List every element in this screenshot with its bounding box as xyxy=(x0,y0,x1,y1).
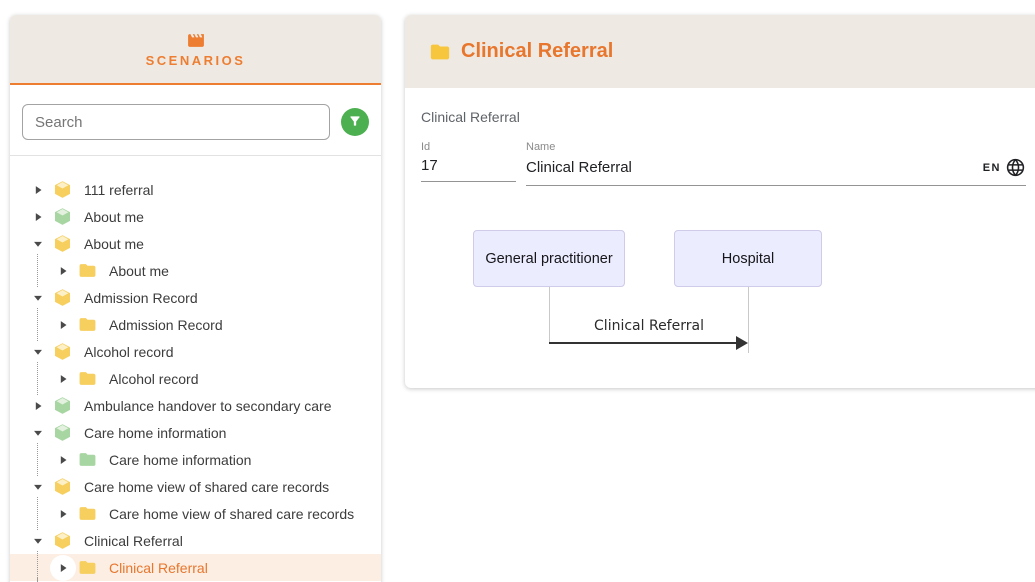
tree-item-label: About me xyxy=(84,208,144,225)
tree-item[interactable]: Clinical Referral xyxy=(10,527,381,554)
id-field-value[interactable]: 17 xyxy=(421,157,438,174)
expand-arrow-icon[interactable] xyxy=(56,264,70,278)
message-arrowhead-icon xyxy=(736,336,748,350)
id-field: Id 17 xyxy=(421,141,516,186)
name-field: Name Clinical Referral EN xyxy=(526,141,1026,186)
tree-item[interactable]: About me xyxy=(10,203,381,230)
expand-arrow-icon[interactable] xyxy=(56,507,70,521)
tree-item[interactable]: About me xyxy=(10,254,381,287)
folder-icon xyxy=(429,41,451,63)
tree-item-label: Alcohol record xyxy=(109,370,199,387)
expand-arrow-icon[interactable] xyxy=(56,318,70,332)
scenario-cube-icon xyxy=(53,288,72,307)
scenario-cube-icon xyxy=(53,342,72,361)
folder-icon xyxy=(78,558,97,577)
folder-icon xyxy=(78,261,97,280)
tree-item-label: Care home view of shared care records xyxy=(109,505,355,522)
id-field-label: Id xyxy=(421,141,431,153)
tree-item[interactable]: Care home view of shared care records xyxy=(10,473,381,500)
message-arrow xyxy=(549,342,737,344)
expand-arrow-icon[interactable] xyxy=(31,345,45,359)
tree-item[interactable]: About me xyxy=(10,230,381,257)
tree-item[interactable]: 111 referral xyxy=(10,176,381,203)
tree-item-label: Alcohol record xyxy=(84,343,174,360)
scenario-cube-icon xyxy=(53,396,72,415)
tree-item[interactable]: Alcohol record xyxy=(10,338,381,365)
scenario-detail-panel: Clinical Referral Clinical Referral Id 1… xyxy=(405,15,1035,388)
name-field-label: Name xyxy=(526,141,556,153)
tree-item-label: Clinical Referral xyxy=(109,559,208,576)
tree-item-label: Care home information xyxy=(109,451,252,468)
globe-icon[interactable] xyxy=(1005,157,1026,178)
tree-item[interactable]: Admission Record xyxy=(10,284,381,311)
detail-fields: Id 17 Name Clinical Referral EN xyxy=(421,141,1035,186)
scenario-tree: 111 referral About me About me About me xyxy=(10,156,381,582)
expand-arrow-icon[interactable] xyxy=(31,237,45,251)
tree-item[interactable]: Clinical Referral xyxy=(10,551,381,582)
funnel-icon xyxy=(348,114,362,131)
search-row xyxy=(10,85,381,156)
tree-item[interactable]: Alcohol record xyxy=(10,362,381,395)
expand-arrow-icon[interactable] xyxy=(50,554,76,581)
expand-arrow-icon[interactable] xyxy=(56,453,70,467)
message-label: Clinical Referral xyxy=(594,318,704,334)
lifeline-general-practitioner xyxy=(549,287,550,343)
actor-box-hospital[interactable]: Hospital xyxy=(674,230,822,287)
scenario-cube-icon xyxy=(53,207,72,226)
tree-item-label: Care home view of shared care records xyxy=(84,478,330,495)
name-field-value[interactable]: Clinical Referral xyxy=(526,159,632,176)
lifeline-hospital xyxy=(748,287,749,353)
tree-item-label: 111 referral xyxy=(84,181,154,198)
tree-indent-guide xyxy=(10,578,381,582)
expand-arrow-icon[interactable] xyxy=(31,426,45,440)
tree-item[interactable]: Admission Record xyxy=(10,308,381,341)
breadcrumb: Clinical Referral xyxy=(421,109,520,125)
scenario-cube-icon xyxy=(53,531,72,550)
clapperboard-icon xyxy=(185,31,207,50)
tree-item-label: Admission Record xyxy=(84,289,198,306)
expand-arrow-icon[interactable] xyxy=(31,183,45,197)
tree-item-label: Ambulance handover to secondary care xyxy=(84,397,332,414)
scenario-cube-icon xyxy=(53,477,72,496)
scenario-cube-icon xyxy=(53,423,72,442)
expand-arrow-icon[interactable] xyxy=(31,210,45,224)
folder-icon xyxy=(78,450,97,469)
detail-header: Clinical Referral xyxy=(405,15,1035,88)
search-input[interactable] xyxy=(22,104,330,140)
detail-content: Clinical Referral Id 17 Name Clinical Re… xyxy=(405,88,1035,186)
language-code: EN xyxy=(982,161,1001,174)
scenario-cube-icon xyxy=(53,234,72,253)
folder-icon xyxy=(78,315,97,334)
tree-item[interactable]: Care home view of shared care records xyxy=(10,497,381,530)
folder-icon xyxy=(78,504,97,523)
expand-arrow-icon[interactable] xyxy=(31,534,45,548)
tree-item-label: Care home information xyxy=(84,424,227,441)
expand-arrow-icon[interactable] xyxy=(31,480,45,494)
tree-item-label: About me xyxy=(109,262,169,279)
expand-arrow-icon[interactable] xyxy=(31,399,45,413)
scenario-cube-icon xyxy=(53,180,72,199)
expand-arrow-icon[interactable] xyxy=(56,372,70,386)
scenarios-panel-header: SCENARIOS xyxy=(10,15,381,85)
tree-item-label: Clinical Referral xyxy=(84,532,183,549)
filter-button[interactable] xyxy=(341,108,369,136)
page-title: Clinical Referral xyxy=(461,40,614,62)
actor-box-general-practitioner[interactable]: General practitioner xyxy=(473,230,625,287)
scenarios-panel-title: SCENARIOS xyxy=(145,52,246,68)
tree-item[interactable]: Ambulance handover to secondary care xyxy=(10,392,381,419)
folder-icon xyxy=(78,369,97,388)
tree-item[interactable]: Care home information xyxy=(10,443,381,476)
tree-item-label: About me xyxy=(84,235,144,252)
tree-item-label: Admission Record xyxy=(109,316,223,333)
expand-arrow-icon[interactable] xyxy=(31,291,45,305)
scenarios-panel: SCENARIOS 111 referral About me xyxy=(10,15,381,582)
tree-item[interactable]: Care home information xyxy=(10,419,381,446)
